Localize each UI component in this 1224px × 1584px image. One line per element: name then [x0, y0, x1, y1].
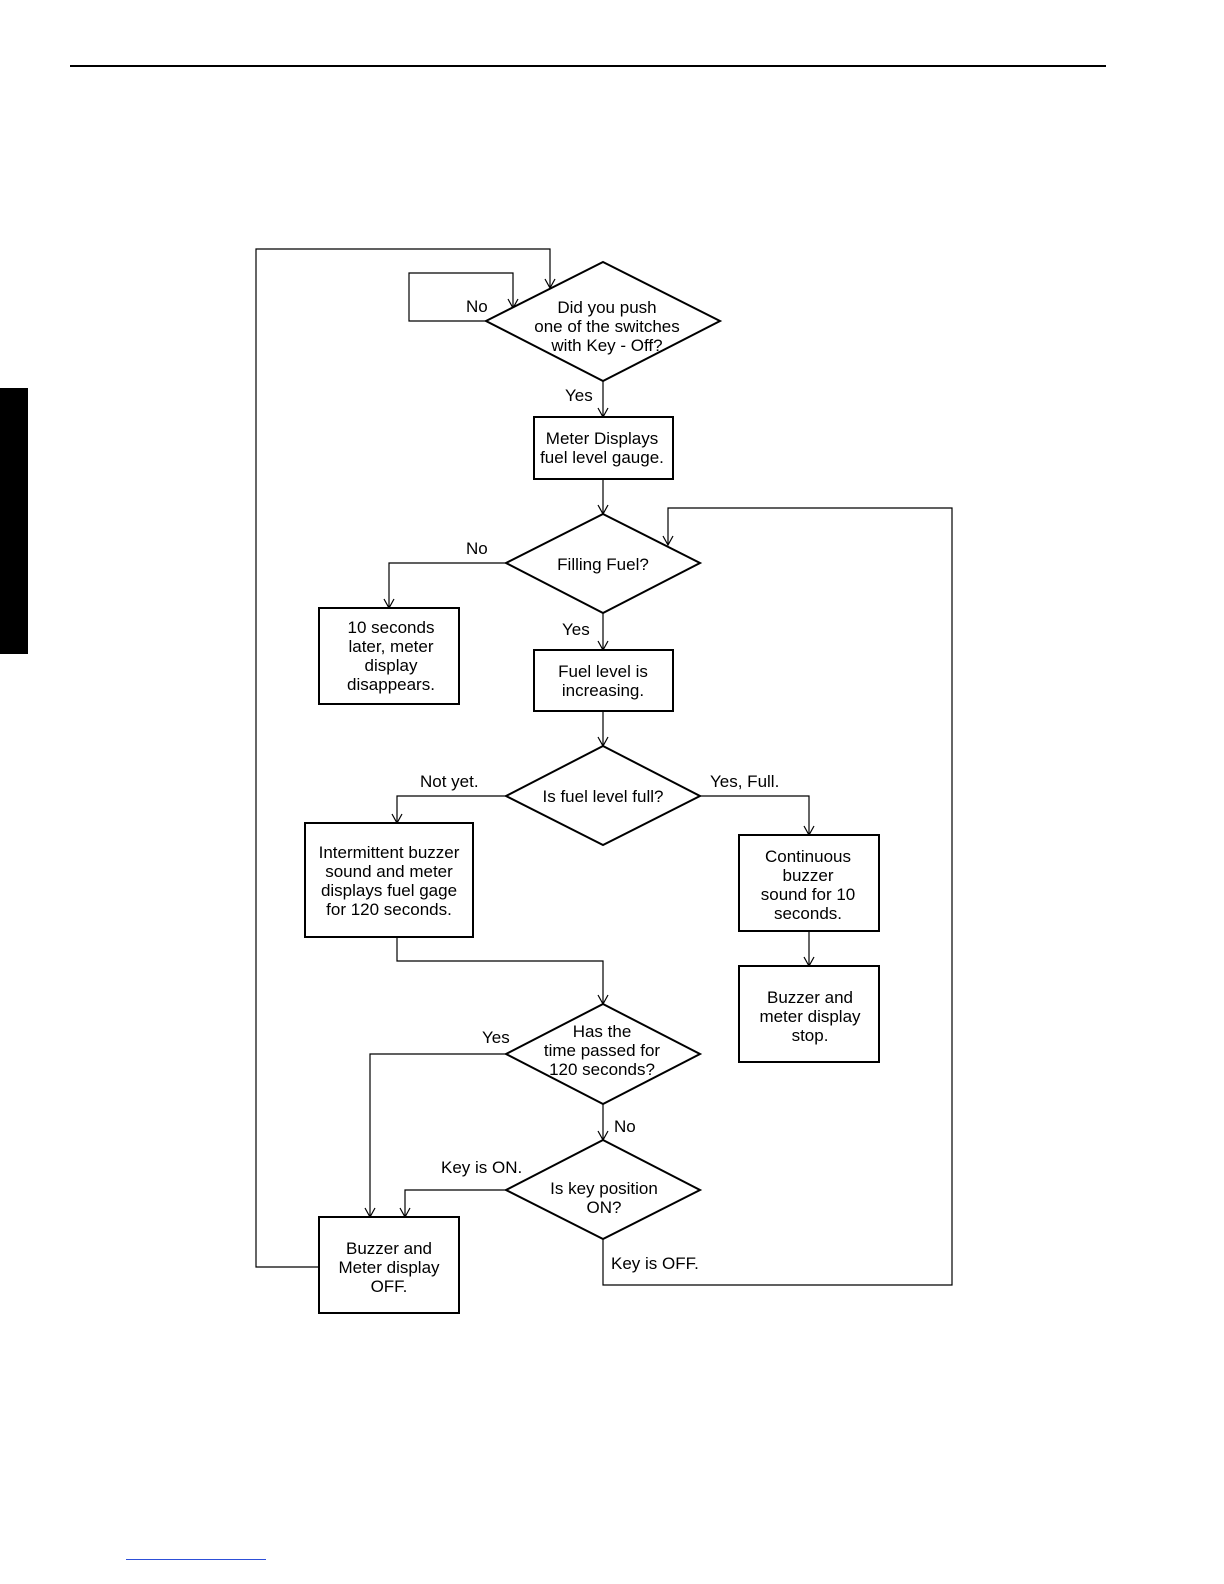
node-text-line: meter display — [759, 1007, 861, 1026]
node-text-line: Meter Displays — [546, 429, 658, 448]
node-text-line: display — [365, 656, 418, 675]
decision-filling-fuel-text: Filling Fuel? — [557, 555, 649, 574]
node-text-line: later, meter — [348, 637, 433, 656]
node-text-line: Is fuel level full? — [543, 787, 664, 806]
label-d5-key-on: Key is ON. — [441, 1158, 522, 1177]
header-rule — [70, 65, 1106, 67]
decision-push-switch — [483, 260, 723, 383]
process-fuel-increasing — [533, 649, 674, 712]
label-d1-yes: Yes — [565, 386, 593, 405]
decision-key-position — [503, 1138, 703, 1241]
node-text-line: sound for 10 — [761, 885, 856, 904]
process-buzzer-stop — [738, 965, 880, 1063]
connector-d1-no-loop — [408, 272, 514, 322]
node-text-line: seconds. — [774, 904, 842, 923]
footer-link-underline — [126, 1559, 266, 1560]
connector-d3-notyet-to-b4 — [396, 795, 506, 823]
connector-d3-full-to-b5 — [700, 795, 810, 835]
node-text-line: displays fuel gage — [321, 881, 457, 900]
node-text-line: time passed for — [544, 1041, 661, 1060]
node-text-line: Is key position — [550, 1179, 658, 1198]
node-text-line: OFF. — [371, 1277, 408, 1296]
connector-d2-no-to-b2 — [388, 562, 506, 608]
process-buzzer-meter-off — [318, 1216, 460, 1314]
label-d5-key-off: Key is OFF. — [611, 1254, 699, 1273]
node-text-line: 120 seconds? — [549, 1060, 655, 1079]
node-text-line: buzzer — [782, 866, 833, 885]
node-text-line: Did you push — [557, 298, 656, 317]
node-text-line: ON? — [587, 1198, 622, 1217]
decision-time-passed — [503, 1002, 703, 1106]
connector-d5-off-loop-to-d2 — [602, 507, 953, 1286]
node-text-line: Has the — [573, 1022, 632, 1041]
node-text-line: Buzzer and — [767, 988, 853, 1007]
label-d2-yes: Yes — [562, 620, 590, 639]
section-tab — [0, 388, 28, 654]
process-intermittent-buzzer — [304, 822, 474, 938]
node-text-line: sound and meter — [325, 862, 453, 881]
label-d3-not-yet: Not yet. — [420, 772, 479, 791]
node-text-line: disappears. — [347, 675, 435, 694]
node-text-line: with Key - Off? — [550, 336, 662, 355]
process-meter-disappears — [318, 607, 460, 705]
process-meter-displays — [533, 416, 674, 480]
decision-fuel-full-text: Is fuel level full? — [543, 787, 664, 806]
decision-fuel-full — [503, 744, 703, 847]
connector-b4-to-d4 — [396, 937, 604, 1004]
process-continuous-buzzer — [738, 834, 880, 932]
node-text-line: 10 seconds — [348, 618, 435, 637]
node-text-line: increasing. — [562, 681, 644, 700]
node-text-line: Buzzer and — [346, 1239, 432, 1258]
node-text-line: fuel level gauge. — [540, 448, 664, 467]
node-text-line: Filling Fuel? — [557, 555, 649, 574]
node-text-line: Fuel level is — [558, 662, 648, 681]
label-d3-yes-full: Yes, Full. — [710, 772, 779, 791]
decision-filling-fuel — [503, 512, 703, 615]
node-text-line: Continuous — [765, 847, 851, 866]
connector-b7-loop-to-d1 — [255, 248, 551, 1268]
label-d4-yes: Yes — [482, 1028, 510, 1047]
node-text-line: one of the switches — [534, 317, 680, 336]
connector-d4-yes-to-b7 — [369, 1053, 506, 1217]
arrowhead — [662, 535, 674, 547]
node-text-line: for 120 seconds. — [326, 900, 452, 919]
node-text-line: Meter display — [338, 1258, 440, 1277]
label-d1-no: No — [466, 297, 488, 316]
node-text-line: stop. — [792, 1026, 829, 1045]
node-text-line: Intermittent buzzer — [319, 843, 460, 862]
connector-d5-on-to-b7 — [404, 1189, 506, 1217]
label-d2-no: No — [466, 539, 488, 558]
label-d4-no: No — [614, 1117, 636, 1136]
